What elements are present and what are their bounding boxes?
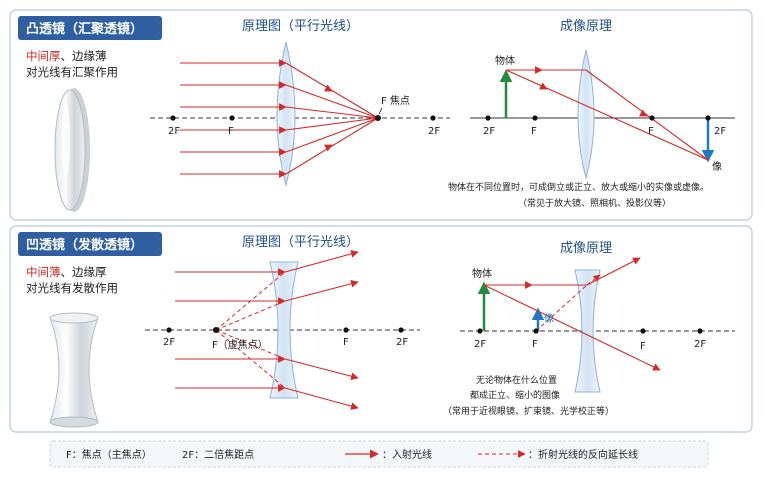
concave-desc-line2: 对光线有发散作用 xyxy=(26,281,118,295)
concave-principle-lens xyxy=(269,261,299,399)
convex-desc-line1: 中间厚、边缘薄 xyxy=(26,49,107,63)
convex-imaging-f-right-label: F xyxy=(648,126,654,137)
concave-note-line2: 都成正立、缩小的图像 xyxy=(470,389,560,401)
concave-principle-diagram: 2F F（虚焦点） F 2F xyxy=(145,250,420,410)
convex-image-label: 像 xyxy=(712,161,722,173)
concave-desc-rest: 、边缘厚 xyxy=(61,265,107,279)
convex-imaging-2f-right-dot xyxy=(705,115,711,121)
convex-principle-2f-right-dot xyxy=(430,115,436,121)
concave-lens-image xyxy=(49,312,99,428)
convex-principle-f-left-dot xyxy=(229,115,235,121)
concave-desc-line1: 中间薄、边缘厚 xyxy=(26,265,107,279)
convex-principle-2f-left-dot xyxy=(170,115,176,121)
concave-principle-title: 原理图（平行光线） xyxy=(242,235,359,250)
convex-imaging-2f-left-dot xyxy=(485,115,491,121)
concave-principle-rays xyxy=(175,250,359,410)
concave-principle-2f-right-label: 2F xyxy=(396,337,408,348)
convex-imaging-rays xyxy=(505,66,709,161)
concave-principle-f-right-label: F xyxy=(343,337,349,348)
legend-double-focus: 2F：二倍焦距点 xyxy=(182,448,254,461)
convex-principle-rays xyxy=(180,59,379,178)
convex-imaging-title: 成像原理 xyxy=(560,19,612,34)
convex-header-text: 凸透镜（汇聚透镜） xyxy=(26,21,143,37)
concave-imaging-2f-left-dot xyxy=(477,328,483,334)
concave-header: 凹透镜（发散透镜） xyxy=(18,232,162,256)
legend-focus: F：焦点（主焦点） xyxy=(66,448,152,461)
convex-desc-line2: 对光线有汇聚作用 xyxy=(26,65,118,79)
convex-principle-2f-right-label: 2F xyxy=(428,126,440,137)
concave-principle-f-left-label: F（虚焦点） xyxy=(212,338,268,351)
concave-imaging-f-right-dot xyxy=(640,328,646,334)
convex-imaging-f-right-dot xyxy=(649,115,655,121)
concave-imaging-f-left-label: F xyxy=(532,339,538,350)
concave-imaging-f-left-dot xyxy=(533,328,539,334)
concave-imaging-lens xyxy=(574,269,601,393)
convex-principle-f-left-label: F xyxy=(228,126,234,137)
concave-principle-f-left-dot xyxy=(213,327,219,333)
convex-header: 凸透镜（汇聚透镜） xyxy=(18,16,162,40)
concave-imaging-diagram: 物体 像 2F F F 2F xyxy=(460,257,735,393)
concave-principle-extension-lines xyxy=(215,271,286,389)
concave-principle-f-right-dot xyxy=(343,327,349,333)
concave-principle-2f-left-dot xyxy=(166,327,172,333)
convex-principle-title: 原理图（平行光线） xyxy=(242,19,359,34)
legend-refracted-ext: ：折射光线的反向延长线 xyxy=(528,448,638,461)
concave-imaging-2f-right-dot xyxy=(697,328,703,334)
concave-principle-2f-right-dot xyxy=(398,327,404,333)
convex-imaging-2f-left-label: 2F xyxy=(483,126,495,137)
concave-object-label: 物体 xyxy=(472,267,492,280)
convex-note-line2: （常见于放大镜、照相机、投影仪等） xyxy=(518,197,671,209)
legend-incident: ：入射光线 xyxy=(382,448,432,461)
concave-principle-2f-left-label: 2F xyxy=(163,337,175,348)
concave-header-text: 凹透镜（发散透镜） xyxy=(26,237,143,253)
convex-imaging-diagram: 物体 2F F F 2F 像 xyxy=(470,49,735,180)
convex-imaging-f-left-dot xyxy=(532,115,538,121)
concave-desc-red: 中间薄 xyxy=(26,265,61,279)
concave-image-label: 像 xyxy=(544,313,554,325)
convex-desc-rest: 、边缘薄 xyxy=(61,49,107,63)
concave-imaging-2f-right-label: 2F xyxy=(694,339,706,350)
convex-principle-2f-left-label: 2F xyxy=(168,126,180,137)
concave-note-line1: 无论物体在什么位置 xyxy=(476,374,557,386)
convex-lens-image xyxy=(54,88,90,212)
concave-imaging-title: 成像原理 xyxy=(560,241,612,256)
concave-imaging-extension-lines xyxy=(535,274,601,332)
convex-desc-red: 中间厚 xyxy=(26,49,61,63)
convex-principle-focus-dot xyxy=(375,115,381,121)
concave-panel: 凹透镜（发散透镜） 中间薄、边缘厚 对光线有发散作用 原理图（平行光线） xyxy=(9,225,753,433)
convex-principle-diagram: 2F F F 焦点 2F xyxy=(150,41,450,187)
convex-imaging-f-left-label: F xyxy=(531,126,537,137)
convex-imaging-lens xyxy=(577,49,595,180)
convex-imaging-2f-right-label: 2F xyxy=(714,126,726,137)
convex-note-line1: 物体在不同位置时，可成倒立或正立、放大或缩小的实像或虚像。 xyxy=(448,181,709,193)
convex-panel: 凸透镜（汇聚透镜） 中间厚、边缘薄 对光线有汇聚作用 原理图（平行光线） xyxy=(9,9,753,221)
concave-imaging-f-right-label: F xyxy=(640,341,646,352)
concave-imaging-2f-left-label: 2F xyxy=(474,339,486,350)
concave-note-line3: （常用于近视眼镜、扩束镜、光学校正等） xyxy=(443,405,614,417)
convex-principle-focus-label: F 焦点 xyxy=(381,94,410,107)
convex-object-label: 物体 xyxy=(495,54,515,67)
legend-bar: F：焦点（主焦点） 2F：二倍焦距点 ：入射光线 ：折射光线的反向延长线 xyxy=(49,440,709,468)
